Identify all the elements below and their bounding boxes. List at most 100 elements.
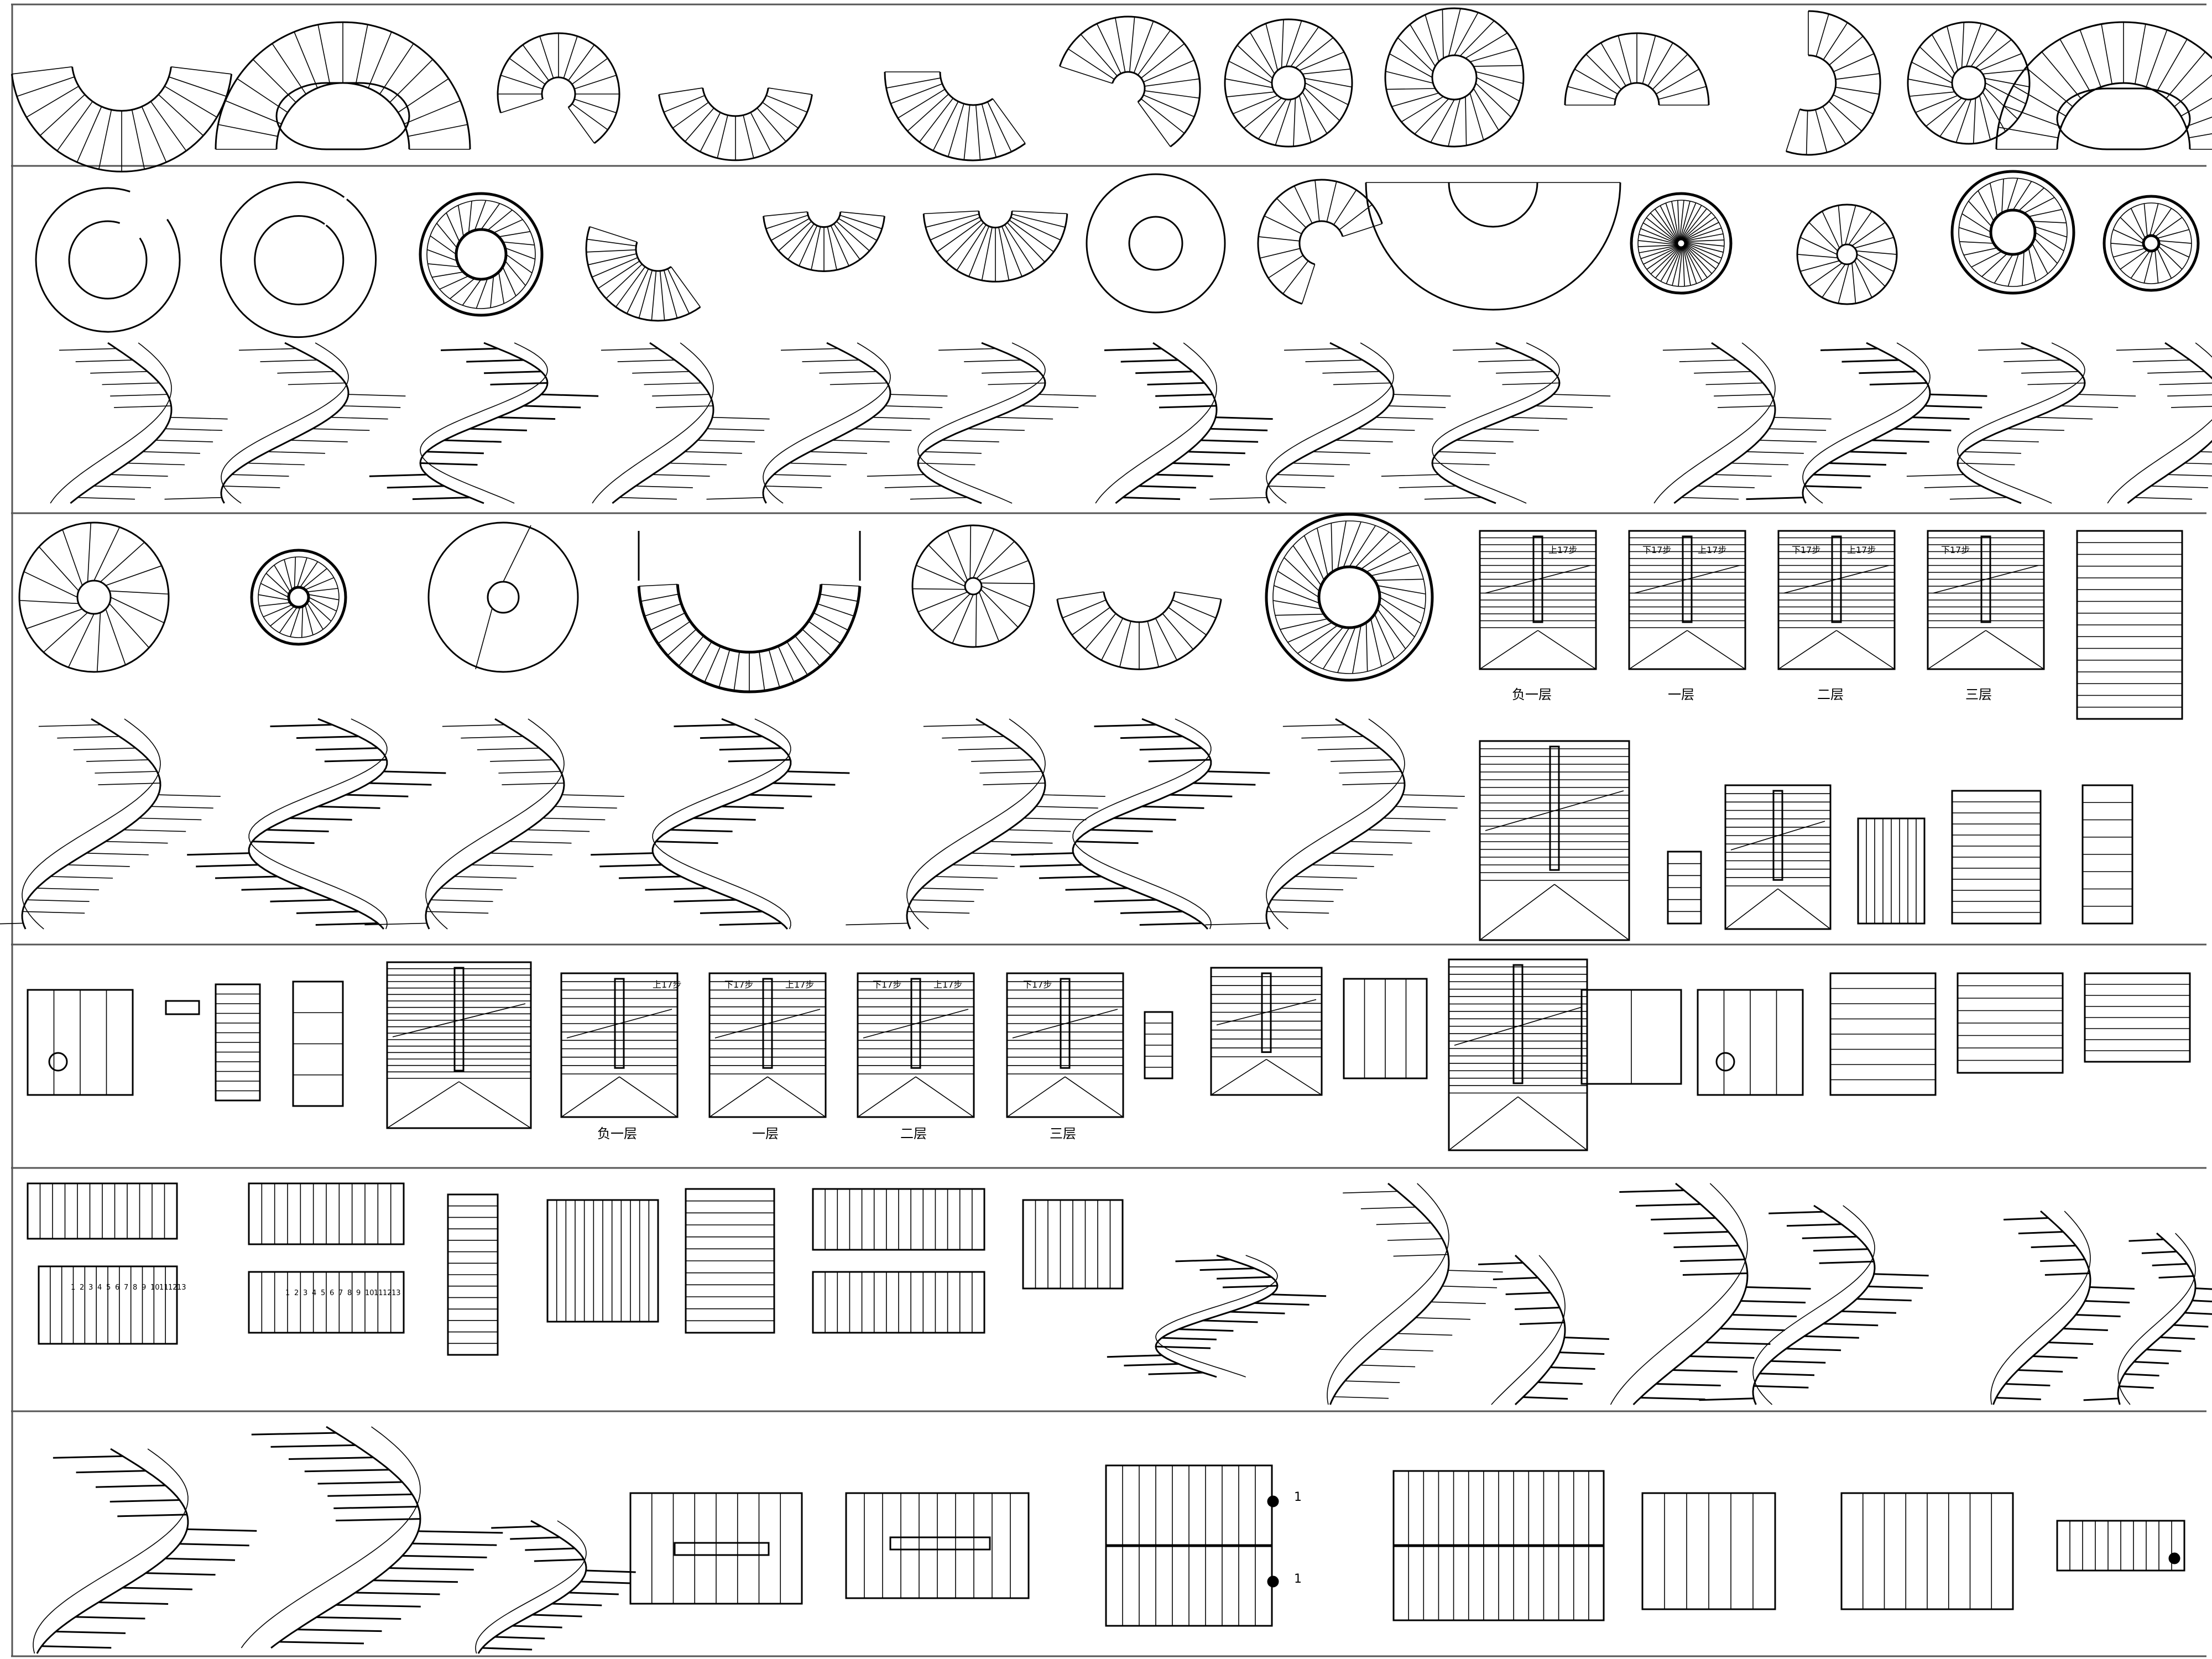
floor-label-first-row4: 一层 xyxy=(752,1126,779,1141)
helical-perspective-7 xyxy=(1205,718,1465,930)
step-number-b-3: 3 xyxy=(303,1289,307,1297)
floor-label-first: 一层 xyxy=(1668,687,1694,702)
step-number-2: 2 xyxy=(80,1284,84,1292)
ring-plan-2-inner xyxy=(254,215,345,306)
spiral-perspective-5 xyxy=(706,342,948,504)
l-plan-6 xyxy=(812,1188,985,1251)
note-up17-basement: 上17步 xyxy=(1548,545,1577,555)
curved-plan-sweep-5 xyxy=(884,71,1026,161)
curved-plan-scroll-3 xyxy=(497,32,620,144)
circle-plan-2 xyxy=(250,549,347,646)
ring-plan-7 xyxy=(1086,173,1226,314)
spiral-perspective-8 xyxy=(1209,342,1451,504)
step-number-10: 10 xyxy=(150,1284,160,1292)
circle-plan-1 xyxy=(18,521,170,673)
spiral-perspective-9 xyxy=(1381,342,1611,504)
step-number-9: 9 xyxy=(142,1284,146,1292)
step-number-b-8: 8 xyxy=(347,1289,352,1297)
curved-plan-arch-12 xyxy=(1995,21,2212,150)
curved-plan-u-4 xyxy=(658,87,813,161)
l-plan-2 xyxy=(248,1271,405,1334)
note-up17-row4-first: 上17步 xyxy=(785,979,814,990)
circle-plan-5 xyxy=(911,524,1035,648)
step-number-5: 5 xyxy=(106,1284,111,1292)
ring-plan-1 xyxy=(35,187,181,333)
box-plan-1 xyxy=(27,989,134,1096)
spiral-section-15 xyxy=(2083,1232,2212,1405)
helical-perspective-1 xyxy=(0,718,221,930)
step-number-b-10: 10 xyxy=(365,1289,374,1297)
box-plan-10 xyxy=(1697,989,1804,1096)
row-perspectives-and-straight-runs xyxy=(33,1426,2185,1654)
band-dividers xyxy=(11,3,2206,1657)
step-number-b-7: 7 xyxy=(338,1289,343,1297)
row-straight-stair-plans xyxy=(27,958,2191,1151)
note-down17-first: 下17步 xyxy=(1642,545,1671,555)
u-plan-8 xyxy=(1022,1199,1124,1290)
straight-plan-2 xyxy=(215,983,261,1102)
landing-arch-2 xyxy=(275,82,410,150)
spiral-perspective-13 xyxy=(2107,342,2212,504)
straight-plan-11 xyxy=(1951,790,2042,925)
spiral-section-12 xyxy=(1610,1182,1811,1406)
spiral-plan-12 xyxy=(1950,170,2075,295)
circle-plan-3 xyxy=(427,521,579,673)
row-spiral-plans-and-perspectives xyxy=(35,170,2212,504)
floor-label-basement-row4: 负一层 xyxy=(597,1126,637,1141)
spiral-section-14 xyxy=(1990,1210,2135,1405)
spiral-plan-6 xyxy=(922,210,1068,283)
floor-label-third-row4: 三层 xyxy=(1050,1126,1076,1141)
floor-plan-basement xyxy=(1479,530,1597,670)
helical-perspective-4 xyxy=(591,718,850,930)
spiral-perspective-4 xyxy=(592,342,770,504)
ring-plan-7-inner xyxy=(1128,216,1183,271)
straight-plan-10 xyxy=(1857,817,1926,925)
helical-perspective-3 xyxy=(364,718,624,930)
straight-plan-r6-10 xyxy=(2056,1520,2185,1572)
helical-perspective-5 xyxy=(846,718,1105,930)
straight-plan-5 xyxy=(1144,1011,1173,1079)
step-number-b-2: 2 xyxy=(294,1289,299,1297)
note-down17-third: 下17步 xyxy=(1941,545,1970,555)
l-plan-1 xyxy=(38,1265,178,1345)
helical-perspective-6 xyxy=(1011,718,1270,930)
spiral-plan-13 xyxy=(2103,195,2200,292)
l-plan-7 xyxy=(812,1271,985,1334)
note-down17-second: 下17步 xyxy=(1792,545,1820,555)
floor-label-second: 二层 xyxy=(1817,687,1844,702)
spiral-section-13 xyxy=(1699,1204,1929,1405)
floor-plan-mid xyxy=(1724,784,1832,930)
dogleg-plan-6 xyxy=(1210,967,1323,1096)
step-number-b-13: 13 xyxy=(392,1289,401,1297)
curved-plan-scroll-9 xyxy=(1564,32,1710,106)
spiral-plan-5 xyxy=(763,211,885,273)
section-mark-1-bottom: 1 xyxy=(1294,1572,1302,1586)
ring-plan-2 xyxy=(220,181,377,338)
spiral-perspective-3 xyxy=(369,342,599,504)
spiral-perspective-7 xyxy=(1095,342,1273,504)
straight-plan-7 xyxy=(1343,978,1428,1079)
dogleg-plan-4 xyxy=(386,961,532,1129)
step-number-6: 6 xyxy=(115,1284,119,1292)
floor-plan-large xyxy=(1479,740,1630,941)
straight-plan-3 xyxy=(292,980,344,1107)
straight-plan-top-1 xyxy=(27,1182,178,1240)
oval-plan-11 xyxy=(1907,21,2031,145)
half-ring-plan-9-inner xyxy=(1448,182,1538,228)
helical-perspective-2 xyxy=(187,718,446,930)
step-number-b-4: 4 xyxy=(312,1289,316,1297)
spiral-plan-10 xyxy=(1630,192,1733,295)
spiral-perspective-6 xyxy=(867,342,1097,504)
step-number-b-9: 9 xyxy=(356,1289,361,1297)
oval-plan-7 xyxy=(1224,18,1353,148)
note-up17-row4-basement: 上17步 xyxy=(653,979,681,990)
floor-plan-basement-row4 xyxy=(560,972,679,1118)
landing-arch-12 xyxy=(2056,87,2191,150)
note-up17-row4-second: 上17步 xyxy=(933,979,962,990)
step-number-8: 8 xyxy=(133,1284,137,1292)
note-down17-row4-second: 下17步 xyxy=(873,979,901,990)
l-plan-5 xyxy=(685,1188,775,1334)
floor-label-third: 三层 xyxy=(1965,687,1992,702)
section-mark-1-top: 1 xyxy=(1294,1490,1302,1504)
